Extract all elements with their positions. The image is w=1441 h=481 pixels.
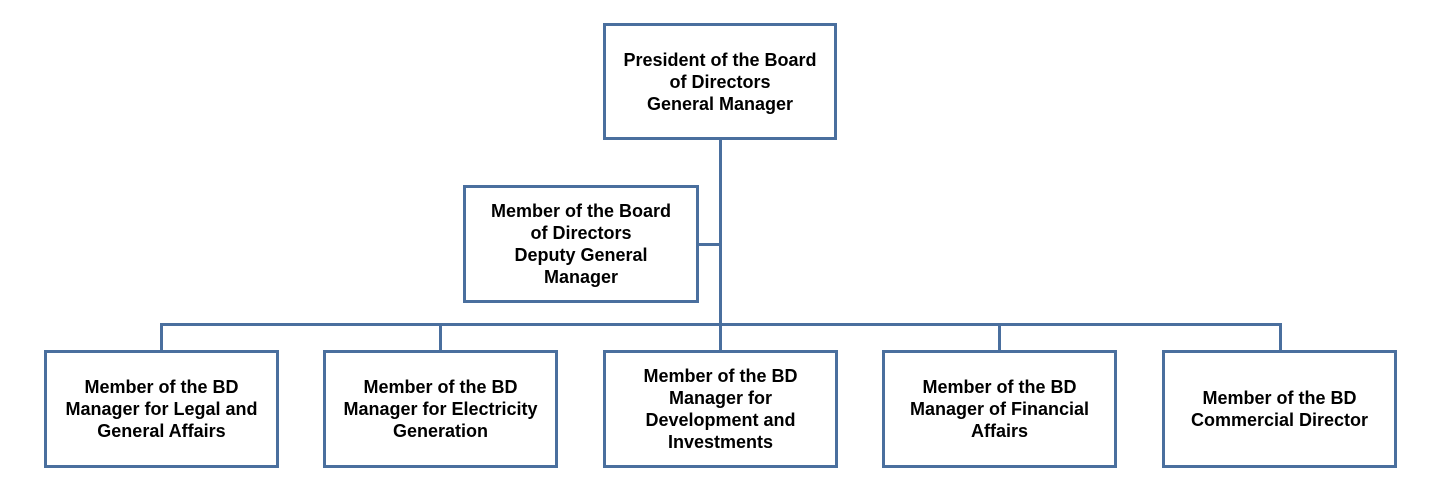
node-development-investments: Member of the BD Manager for Development… xyxy=(603,350,838,468)
node-president-label: President of the Board of Directors Gene… xyxy=(623,49,817,114)
node-deputy-general-manager: Member of the Board of Directors Deputy … xyxy=(463,185,699,303)
connector-drop-legal xyxy=(160,323,163,351)
node-commercial-director: Member of the BD Commercial Director xyxy=(1162,350,1397,468)
connector-bus xyxy=(160,323,1282,326)
node-commercial-label: Member of the BD Commercial Director xyxy=(1190,388,1369,430)
node-development-label: Member of the BD Manager for Development… xyxy=(643,366,798,452)
node-legal-label: Member of the BD Manager for Legal and G… xyxy=(65,377,258,441)
node-electricity-generation: Member of the BD Manager for Electricity… xyxy=(323,350,558,468)
node-deputy-label: Member of the Board of Directors Deputy … xyxy=(490,201,672,287)
connector-deputy xyxy=(696,243,721,246)
node-electricity-label: Member of the BD Manager for Electricity… xyxy=(343,377,538,441)
node-financial-label: Member of the BD Manager of Financial Af… xyxy=(909,377,1090,441)
connector-drop-commercial xyxy=(1279,323,1282,351)
node-president: President of the Board of Directors Gene… xyxy=(603,23,837,140)
connector-drop-electricity xyxy=(439,323,442,351)
node-financial-affairs: Member of the BD Manager of Financial Af… xyxy=(882,350,1117,468)
node-legal-affairs: Member of the BD Manager for Legal and G… xyxy=(44,350,279,468)
connector-drop-financial xyxy=(998,323,1001,351)
